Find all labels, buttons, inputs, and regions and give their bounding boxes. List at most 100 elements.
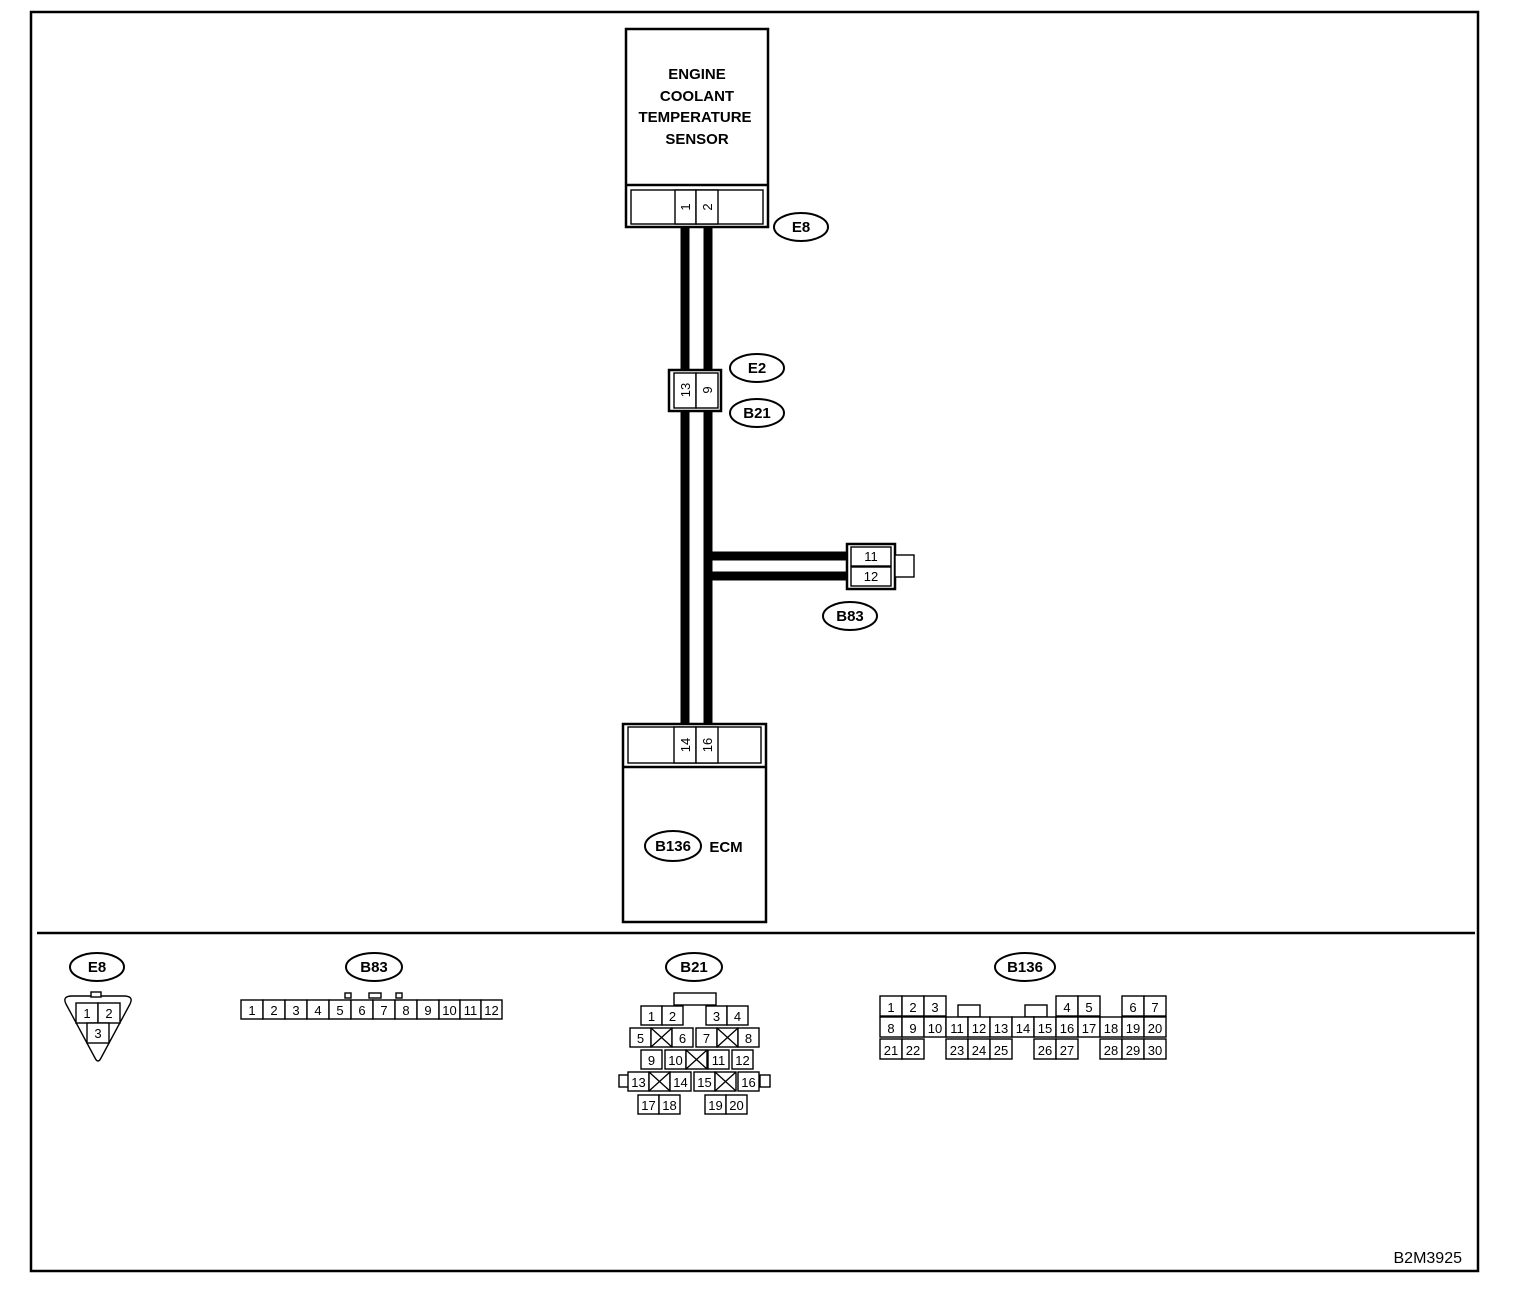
b21-view-pin-9-cell (640, 1049, 663, 1070)
b21-view-pin-8-cell (737, 1027, 760, 1048)
junction-pin-9: 9 (700, 386, 715, 393)
b21-view-pin-20: 20 (729, 1098, 743, 1113)
diagram-frame (29, 10, 1480, 1273)
coolant-temperature-sensor: ENGINE COOLANT TEMPERATURE SENSOR 1 2 (624, 27, 770, 229)
svg-text:E2: E2 (748, 360, 766, 377)
b136-view-pin-26: 26 (1038, 1043, 1052, 1058)
b83-view-pin-11: 11 (464, 1003, 478, 1018)
ecm-label: ECM (709, 839, 742, 856)
b21-view-pin-10: 10 (668, 1053, 682, 1068)
b21-view-pin-13: 13 (631, 1075, 645, 1090)
ecm-pin-16: 16 (700, 738, 715, 752)
b136-view-pin-19: 19 (1126, 1021, 1140, 1036)
figure-code: B2M3925 (1394, 1250, 1463, 1267)
b21-view-pin-11-cell (707, 1049, 730, 1070)
b83-view-pin-10: 10 (442, 1003, 456, 1018)
b21-view-pin-7: 7 (703, 1031, 710, 1046)
ecm-module: 14 16 B136 ECM (621, 722, 768, 924)
b83-view-pin-6: 6 (358, 1003, 365, 1018)
b21-view-pin-3: 3 (713, 1009, 720, 1024)
b21-view-pin-4-cell (726, 1005, 749, 1026)
connector-badge-e8: E8 (773, 212, 829, 242)
svg-text:B21: B21 (680, 959, 708, 976)
b136-view-pin-1: 1 (887, 1000, 894, 1015)
svg-text:E8: E8 (88, 959, 106, 976)
b21-view-pin-18: 18 (662, 1098, 676, 1113)
b136-view-pin-5: 5 (1085, 1000, 1092, 1015)
b136-view-pin-2: 2 (909, 1000, 916, 1015)
b136-view-pin-22: 22 (906, 1043, 920, 1058)
b136-view-pin-23: 23 (950, 1043, 964, 1058)
svg-text:2: 2 (105, 1006, 112, 1021)
sensor-title-line3: TEMPERATURE (638, 109, 751, 126)
connector-b83: 11 12 (845, 542, 915, 591)
b21-view-pin-11: 11 (712, 1053, 726, 1068)
b136-view-pin-15: 15 (1038, 1021, 1052, 1036)
b21-view-pin-20-cell (725, 1094, 748, 1115)
b21-view-pin-8: 8 (745, 1031, 752, 1046)
svg-text:B21: B21 (743, 405, 771, 422)
ecm-pin-14: 14 (678, 738, 693, 752)
connector-badge-b83: B83 (822, 601, 878, 631)
b136-view-pin-20: 20 (1148, 1021, 1162, 1036)
connector-view-e8: E8 1 2 3 (64, 952, 132, 1062)
b21-view-pin-1: 1 (648, 1009, 655, 1024)
b83-view-pin-3: 3 (292, 1003, 299, 1018)
svg-text:1: 1 (83, 1006, 90, 1021)
svg-text:3: 3 (94, 1026, 101, 1041)
b136-view-pin-17: 17 (1082, 1021, 1096, 1036)
b136-view-pin-3-cell (923, 995, 947, 1017)
ecm-connector-label: B136 (655, 838, 691, 855)
b21-view-pin-4: 4 (734, 1009, 741, 1024)
svg-text:E8: E8 (792, 219, 810, 236)
svg-text:B136: B136 (1007, 959, 1043, 976)
b21-view-pin-5: 5 (637, 1031, 644, 1046)
b83-view-pin-5: 5 (336, 1003, 343, 1018)
b21-view-pin-12: 12 (735, 1053, 749, 1068)
b136-view-pin-29: 29 (1126, 1043, 1140, 1058)
b136-view-pin-25: 25 (994, 1043, 1008, 1058)
sensor-pin-2: 2 (700, 203, 715, 210)
b136-view-pin-25-cell (989, 1038, 1013, 1060)
b136-view-pin-13: 13 (994, 1021, 1008, 1036)
b136-view-pin-12: 12 (972, 1021, 986, 1036)
sensor-title-line1: ENGINE (668, 66, 726, 83)
b136-view-pin-22-cell (901, 1038, 925, 1060)
b136-view-pin-21: 21 (884, 1043, 898, 1058)
b21-view-pin-19: 19 (708, 1098, 722, 1113)
b83-view-pin-7: 7 (380, 1003, 387, 1018)
b136-view-pin-20-cell (1143, 1016, 1167, 1038)
b136-view-pin-14: 14 (1016, 1021, 1030, 1036)
connector-badge-e2: E2 (729, 353, 785, 383)
b21-view-pin-2: 2 (669, 1009, 676, 1024)
b136-view-pin-30-cell (1143, 1038, 1167, 1060)
b21-view-pin-12-cell (731, 1049, 754, 1070)
b136-view-pin-11: 11 (950, 1021, 964, 1036)
b21-view-pin-16-cell (737, 1071, 760, 1092)
b136-view-pin-28: 28 (1104, 1043, 1118, 1058)
b136-view-pin-16: 16 (1060, 1021, 1074, 1036)
b21-view-pin-17: 17 (641, 1098, 655, 1113)
junction-pin-13: 13 (678, 383, 693, 397)
harness-wires (680, 226, 850, 729)
b136-view-pin-4: 4 (1063, 1000, 1070, 1015)
b21-view-pin-16: 16 (741, 1075, 755, 1090)
b83-pin-12: 12 (864, 569, 878, 584)
sensor-title-line2: COOLANT (660, 88, 734, 105)
b136-view-pin-5-cell (1077, 995, 1101, 1017)
b21-view-pin-15: 15 (697, 1075, 711, 1090)
b136-view-pin-8: 8 (887, 1021, 894, 1036)
b83-view-pin-1: 1 (248, 1003, 255, 1018)
b21-view-pin-2-cell (661, 1005, 684, 1026)
connector-badge-b136 (644, 830, 702, 862)
b21-view-pin-14-cell (669, 1071, 692, 1092)
connector-badge-b21: B21 (729, 398, 785, 428)
b83-view-pin-8: 8 (402, 1003, 409, 1018)
b136-view-pin-9: 9 (909, 1021, 916, 1036)
b21-view-pin-14: 14 (673, 1075, 687, 1090)
sensor-title-line4: SENSOR (665, 131, 729, 148)
b83-pin-11: 11 (864, 549, 878, 564)
